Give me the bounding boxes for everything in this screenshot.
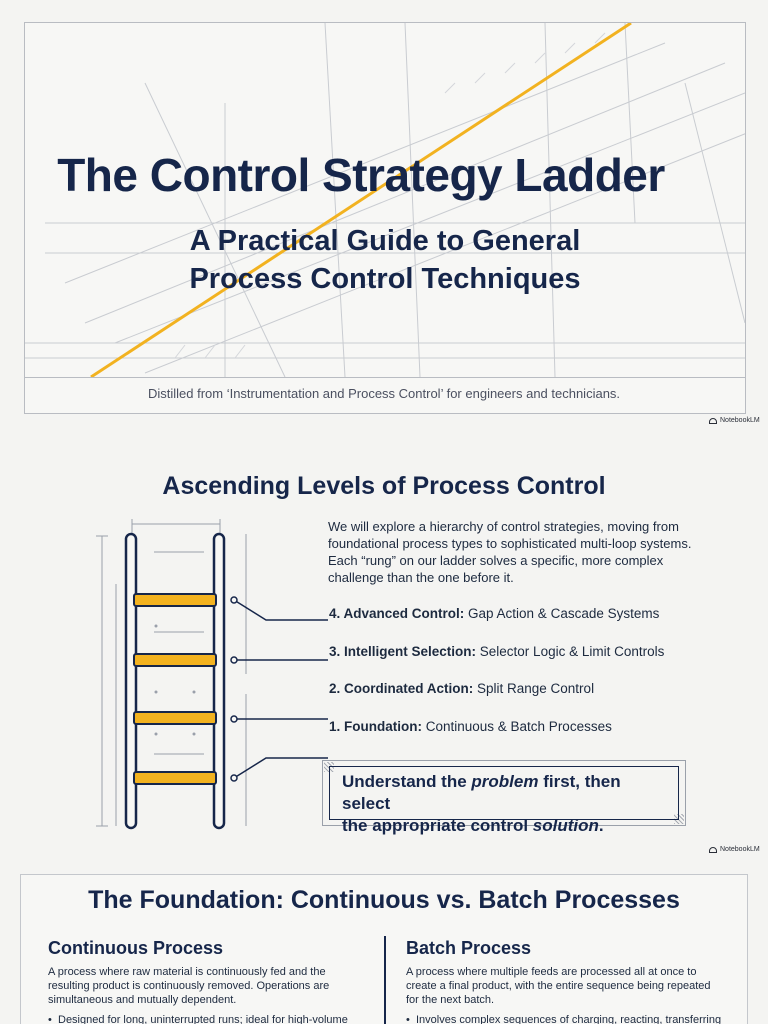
takeaway-part: the appropriate control (342, 816, 533, 835)
level-3-name: 3. Intelligent Selection: (329, 644, 477, 659)
level-2: 2. Coordinated Action: Split Range Contr… (329, 681, 594, 696)
level-4-detail: Gap Action & Cascade Systems (464, 606, 660, 621)
notebooklm-label: NotebookLM (720, 417, 760, 424)
rung-4 (133, 593, 217, 607)
level-4-name: 4. Advanced Control: (329, 606, 465, 621)
corner-hatch (674, 814, 684, 824)
slide-title: The Control Strategy Ladder (57, 149, 665, 201)
slide-subtitle: A Practical Guide to General Process Con… (24, 222, 746, 298)
takeaway-part: first, then select (342, 772, 621, 813)
continuous-column: Continuous Process A process where raw m… (48, 938, 368, 1024)
ladder-slide: Ascending Levels of Process Control (0, 430, 768, 858)
level-1: 1. Foundation: Continuous & Batch Proces… (329, 719, 612, 734)
source-caption: Distilled from ‘Instrumentation and Proc… (147, 386, 621, 401)
notebooklm-icon (709, 846, 717, 853)
level-2-name: 2. Coordinated Action: (329, 681, 474, 696)
continuous-heading: Continuous Process (48, 938, 224, 958)
takeaway-part: . (598, 816, 604, 835)
level-1-name: 1. Foundation: (329, 719, 422, 734)
batch-bullet: Involves complex sequences of charging, … (406, 1013, 726, 1024)
takeaway-part: Understand the (342, 772, 472, 791)
notebooklm-icon (709, 417, 717, 424)
subtitle-line-1: A Practical Guide to General (189, 225, 581, 257)
column-divider (384, 936, 386, 1024)
ladder-intro: We will explore a hierarchy of control s… (328, 519, 692, 585)
notebooklm-badge: NotebookLM (709, 417, 760, 424)
subtitle-line-2: Process Control Techniques (189, 263, 581, 295)
foundation-slide: The Foundation: Continuous vs. Batch Pro… (0, 858, 768, 1024)
ladder-rungs (133, 593, 217, 785)
level-2-detail: Split Range Control (473, 681, 595, 696)
rung-2 (133, 711, 217, 725)
notebooklm-badge: NotebookLM (709, 846, 760, 853)
title-slide-frame (24, 22, 746, 414)
ladder-slide-title: Ascending Levels of Process Control (162, 472, 606, 500)
takeaway-box: Understand the problem first, then selec… (322, 760, 686, 835)
foundation-slide-title: The Foundation: Continuous vs. Batch Pro… (88, 886, 680, 914)
level-1-detail: Continuous & Batch Processes (421, 719, 612, 734)
level-3: 3. Intelligent Selection: Selector Logic… (329, 644, 664, 659)
batch-heading: Batch Process (406, 938, 532, 958)
level-3-detail: Selector Logic & Limit Controls (476, 644, 665, 659)
rung-1 (133, 771, 217, 785)
takeaway-text: Understand the problem first, then selec… (329, 766, 679, 835)
takeaway-emphasis: solution (532, 816, 599, 835)
continuous-bullet: Designed for long, uninterrupted runs; i… (48, 1013, 368, 1024)
blueprint-background (25, 23, 745, 379)
level-4: 4. Advanced Control: Gap Action & Cascad… (329, 606, 659, 621)
continuous-description: A process where raw material is continuo… (48, 966, 330, 1006)
rung-3 (133, 653, 217, 667)
batch-column: Batch Process A process where multiple f… (406, 938, 726, 1024)
title-slide: The Control Strategy Ladder A Practical … (0, 0, 768, 430)
batch-description: A process where multiple feeds are proce… (406, 966, 711, 1006)
notebooklm-label: NotebookLM (720, 846, 760, 853)
takeaway-emphasis: problem (471, 772, 539, 791)
caption-bar (25, 377, 745, 413)
ladder-diagram (96, 519, 328, 830)
